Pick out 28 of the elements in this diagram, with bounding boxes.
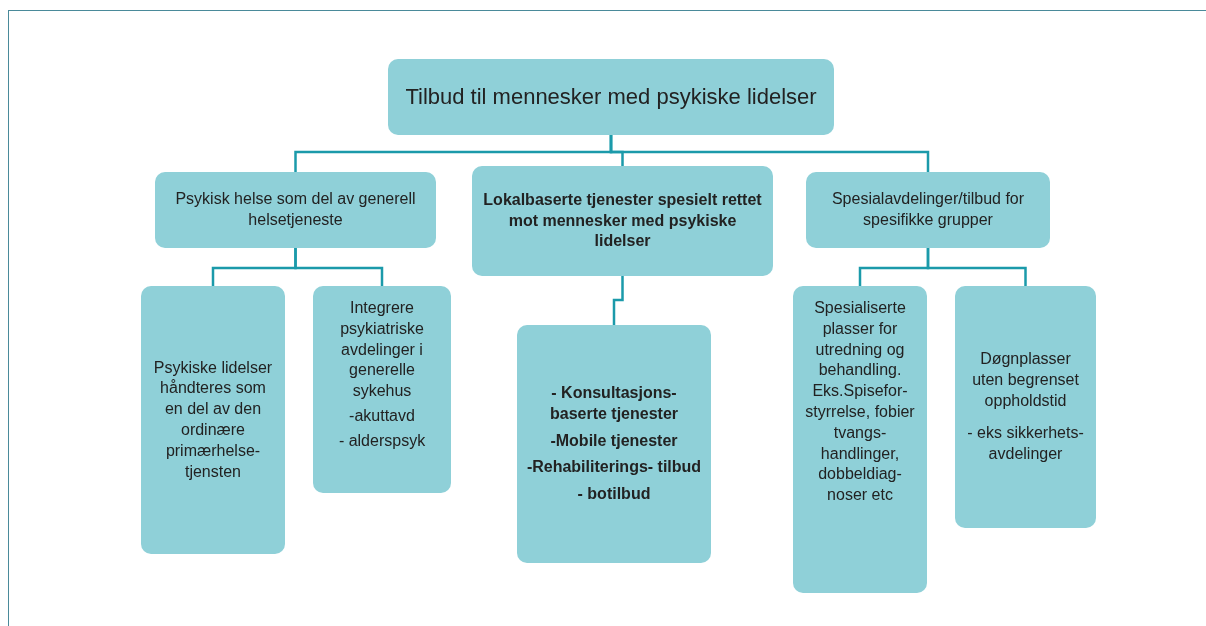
connector-line — [612, 276, 624, 325]
connector-line — [926, 248, 1027, 286]
org-box — [155, 172, 436, 248]
box-text: Psykisk helse som del av generell helsetjeneste — [174, 189, 417, 230]
box-text: - Konsultasjons- baserte tjenester — [548, 383, 680, 424]
box-text: Integrere psykiatriske avdelinger i generelle sykehus — [339, 298, 425, 402]
box-text: - botilbud — [577, 484, 651, 505]
box-text: -Rehabiliterings- tilbud — [526, 457, 702, 478]
box-text: Døgnplasser uten begrenset oppholdstid — [971, 349, 1080, 411]
box-text: Lokalbaserte tjenester spesielt rettet mot mennesker med psykiske lidelser — [482, 189, 763, 252]
org-box — [141, 286, 285, 554]
box-text: -akuttavd — [349, 406, 415, 426]
org-box — [793, 286, 927, 593]
box-text: - eks sikkerhets- avdelinger — [966, 423, 1085, 465]
box-text: Psykiske lidelser håndteres som en del av den ordinære primærhelse- tjensten — [152, 357, 274, 482]
org-box — [472, 166, 773, 276]
box-text: - alderspsyk — [338, 430, 426, 451]
org-box — [313, 286, 451, 493]
org-box — [517, 325, 711, 563]
connector-line — [294, 248, 384, 286]
box-text: Tilbud til mennesker med psykiske lidelser — [405, 82, 817, 111]
org-box — [955, 286, 1096, 528]
org-box — [388, 59, 834, 135]
org-box — [806, 172, 1050, 248]
box-text: -Mobile tjenester — [550, 430, 678, 451]
box-text: Spesialiserte plasser for utredning og behandling. Eks.Spisefor- styrrelse, fobier tvangs- handlinger, dobbeldiag- noser etc — [804, 298, 916, 506]
connector-line — [609, 135, 930, 172]
box-text: Spesialavdelinger/tilbud for spesifikke grupper — [830, 189, 1026, 230]
